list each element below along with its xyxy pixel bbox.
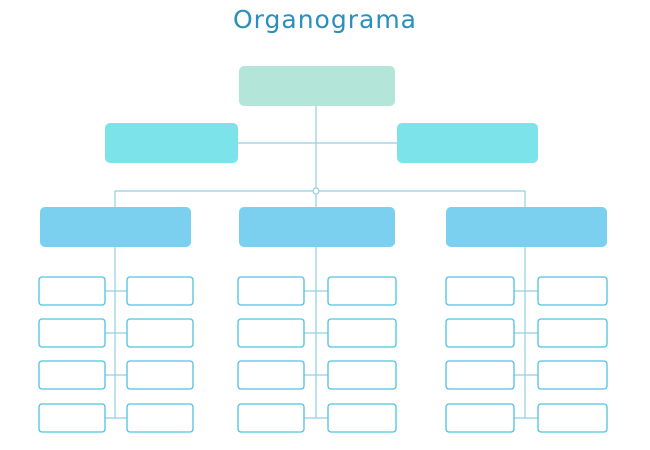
node-level3-2[interactable]: [239, 207, 395, 247]
leaf-node[interactable]: [537, 360, 608, 390]
leaf-node[interactable]: [237, 360, 305, 390]
node-level3-1[interactable]: [40, 207, 191, 247]
leaf-node[interactable]: [38, 318, 106, 348]
leaf-node[interactable]: [327, 360, 397, 390]
leaf-node[interactable]: [445, 318, 515, 348]
leaf-node[interactable]: [327, 276, 397, 306]
leaf-node[interactable]: [126, 318, 194, 348]
chart-title: Organograma: [233, 5, 417, 34]
leaf-node[interactable]: [126, 403, 194, 433]
leaf-node[interactable]: [537, 276, 608, 306]
leaf-node[interactable]: [126, 360, 194, 390]
nodes: [38, 66, 608, 433]
leaf-node[interactable]: [537, 318, 608, 348]
connector-junction: [312, 187, 320, 195]
leaf-node[interactable]: [445, 276, 515, 306]
leaf-node[interactable]: [237, 403, 305, 433]
leaf-node[interactable]: [445, 360, 515, 390]
connectors: [105, 106, 538, 419]
leaf-node[interactable]: [38, 276, 106, 306]
leaf-node[interactable]: [38, 360, 106, 390]
leaf-node[interactable]: [237, 318, 305, 348]
node-level2-right[interactable]: [397, 123, 538, 163]
node-level3-3[interactable]: [446, 207, 607, 247]
leaf-node[interactable]: [237, 276, 305, 306]
leaf-node[interactable]: [38, 403, 106, 433]
leaf-node[interactable]: [537, 403, 608, 433]
leaf-node[interactable]: [327, 318, 397, 348]
leaf-node[interactable]: [445, 403, 515, 433]
node-level2-left[interactable]: [105, 123, 238, 163]
node-top[interactable]: [239, 66, 395, 106]
leaf-node[interactable]: [327, 403, 397, 433]
leaf-node[interactable]: [126, 276, 194, 306]
